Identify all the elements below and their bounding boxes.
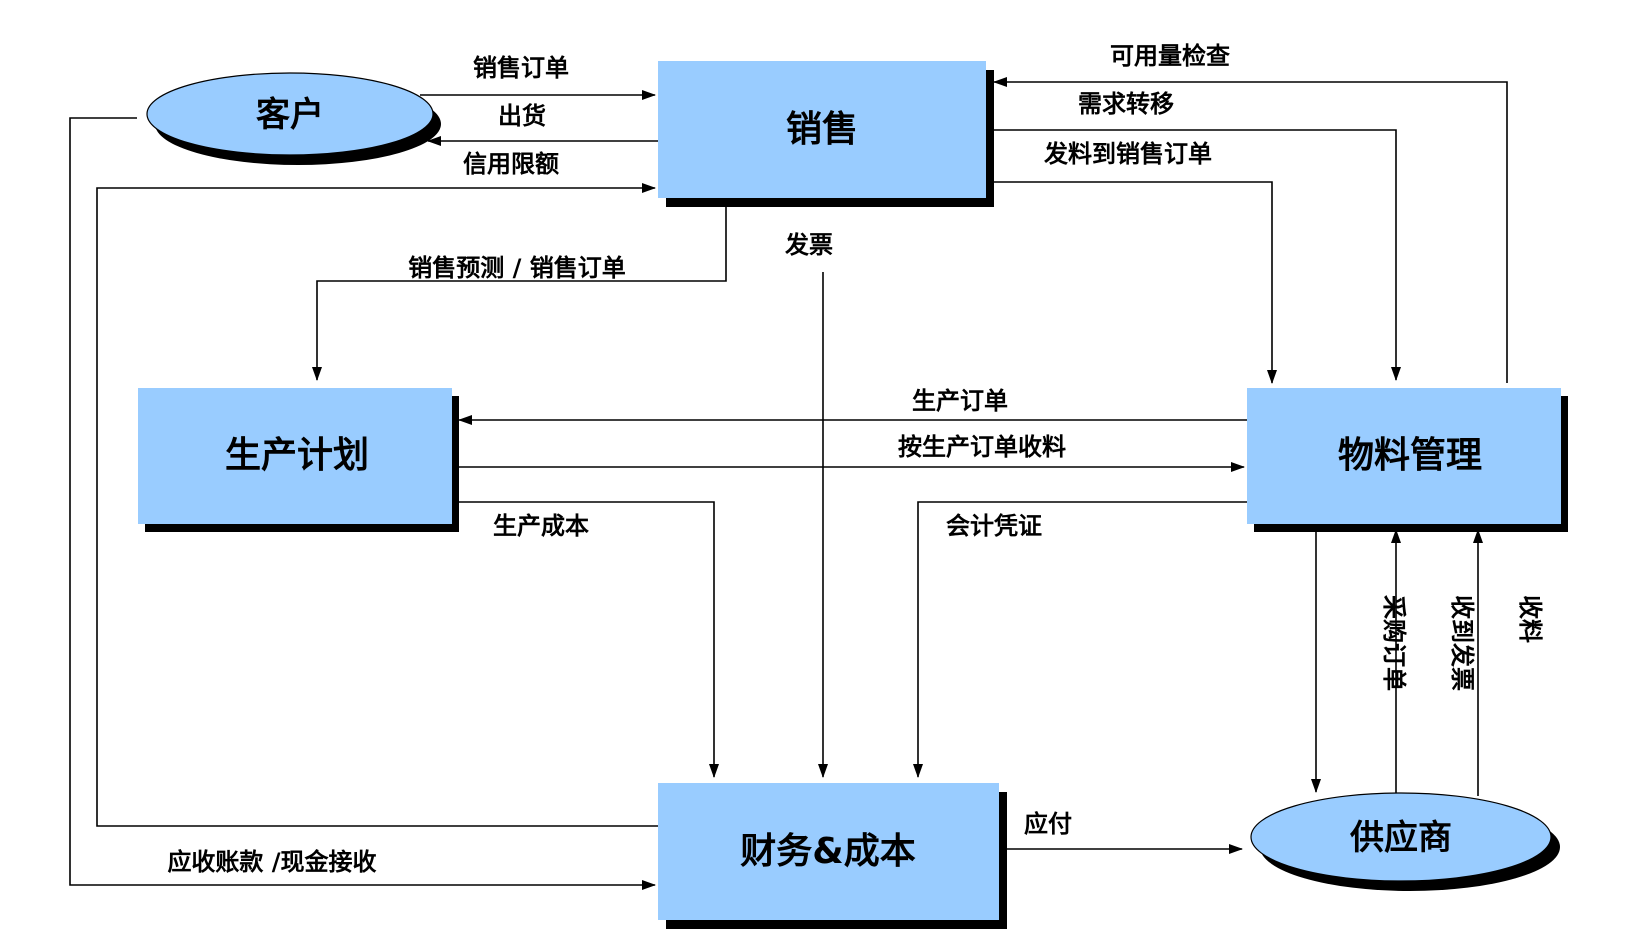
node-materials-management: 物料管理 bbox=[1247, 388, 1568, 532]
node-customer-label: 客户 bbox=[256, 95, 324, 135]
label-availability-check: 可用量检查 bbox=[1110, 42, 1230, 70]
label-forecast-order: 销售预测 / 销售订单 bbox=[408, 254, 625, 282]
edge-sales-to-production-forecast bbox=[312, 206, 727, 381]
label-credit-limit: 信用限额 bbox=[463, 150, 559, 178]
node-materials-management-label: 物料管理 bbox=[1338, 435, 1482, 476]
label-invoice-received: 收到发票 bbox=[1448, 595, 1476, 691]
node-supplier-label: 供应商 bbox=[1349, 818, 1452, 858]
node-production-planning-label: 生产计划 bbox=[225, 435, 369, 476]
label-invoice: 发票 bbox=[784, 231, 833, 259]
label-production-cost: 生产成本 bbox=[493, 512, 589, 540]
edge-materials-to-finance-voucher bbox=[913, 501, 1247, 778]
node-supplier: 供应商 bbox=[1250, 792, 1560, 891]
label-goods-received: 收料 bbox=[1516, 595, 1544, 643]
node-sales: 销售 bbox=[658, 61, 994, 207]
label-accounting-voucher: 会计凭证 bbox=[946, 512, 1042, 540]
label-production-order: 生产订单 bbox=[912, 387, 1008, 415]
label-shipment: 出货 bbox=[498, 102, 546, 130]
node-production-planning: 生产计划 bbox=[138, 388, 459, 532]
edge-finance-to-sales-loop bbox=[96, 183, 658, 827]
edge-sales-to-materials-issue bbox=[990, 181, 1277, 384]
edge-production-to-finance-cost bbox=[459, 501, 719, 778]
label-receivable-cash: 应收账款 /现金接收 bbox=[167, 848, 376, 876]
edge-sales-to-materials-requirement bbox=[990, 129, 1401, 381]
edge-materials-to-sales-availability bbox=[993, 77, 1508, 383]
label-receive-by-production-order: 按生产订单收料 bbox=[898, 433, 1066, 461]
label-payable: 应付 bbox=[1024, 810, 1072, 838]
label-requirement-transfer: 需求转移 bbox=[1078, 90, 1174, 118]
label-purchase-order: 采购订单 bbox=[1380, 595, 1408, 691]
label-sales-order: 销售订单 bbox=[473, 54, 569, 82]
node-customer: 客户 bbox=[146, 72, 441, 165]
edge-customer-to-finance-loop bbox=[69, 117, 656, 890]
label-issue-to-sales-order: 发料到销售订单 bbox=[1043, 140, 1212, 168]
node-finance-cost: 财务&成本 bbox=[658, 783, 1007, 929]
node-finance-cost-label: 财务&成本 bbox=[740, 831, 915, 872]
node-sales-label: 销售 bbox=[786, 109, 858, 150]
